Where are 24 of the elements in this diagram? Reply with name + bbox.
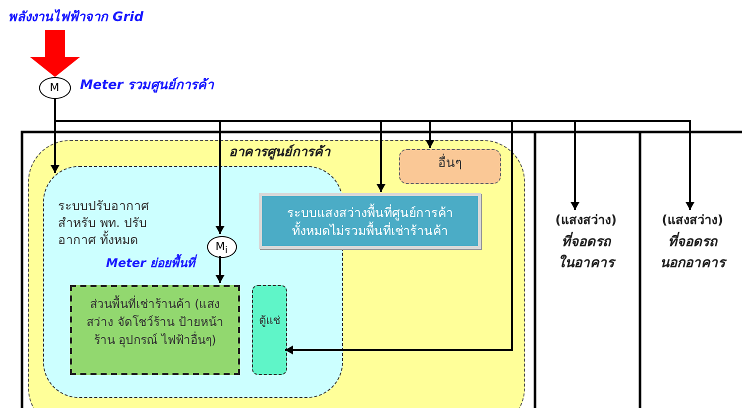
area-label: ระบบปรับอากาศ สำหรับ พท. ปรับอากาศ ทั้งหมด (58, 197, 150, 248)
parking-label: ที่จอดรถ ในอาคาร (555, 232, 617, 274)
box-label: ตู้แช่ (258, 314, 281, 328)
meter-symbol: M (48, 81, 60, 96)
box-label: ส่วนพื้นที่เช่าร้านค้า (แสงสว่าง จัดโชว์ร้าน ป้ายหน้าร้าน อุปกรณ์ ไฟฟ้าอื่นๆ) (86, 295, 224, 349)
lighting-system-box (259, 193, 481, 249)
sub-meter-circle (207, 236, 237, 258)
parking-label: ที่จอดรถ นอกอาคาร (655, 232, 730, 274)
meter-caption: Meter รวมศูนย์การค้า (80, 78, 214, 95)
building-area (28, 140, 525, 408)
parking-label: (แสงสว่าง) (660, 212, 724, 228)
title-text: พลังงานไฟฟ้าจาก Grid (8, 6, 213, 28)
freezer-box (252, 285, 287, 375)
parking-label: (แสงสว่าง) (554, 212, 618, 228)
other-loads-band (399, 149, 501, 184)
box-label: อื่นๆ (428, 156, 472, 173)
area-title: อาคารศูนย์การค้า (229, 145, 332, 162)
arrow (216, 256, 224, 283)
power-arrow (30, 30, 80, 77)
meter-symbol: M$_{i}$ (214, 240, 229, 258)
meter-caption: Meter ย่อยพื้นที่ (106, 256, 196, 272)
box-label: ระบบแสงสว่างพื้นที่ศูนย์การค้า ทั้งหมดไม่รวมพื้นที่เช่าร้านค้า (286, 204, 454, 240)
tenant-area-box (70, 285, 240, 375)
meter-circle (39, 77, 71, 99)
